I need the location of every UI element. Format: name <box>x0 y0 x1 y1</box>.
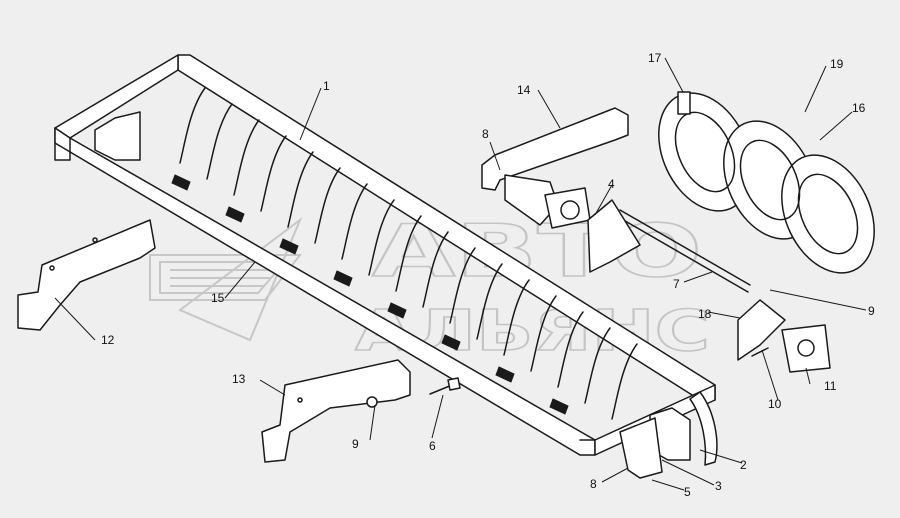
callout-17: 17 <box>648 51 662 65</box>
callout-2: 2 <box>740 458 747 472</box>
callout-8-lower: 8 <box>590 477 597 491</box>
callout-3: 3 <box>715 479 722 493</box>
cotter-pin <box>751 347 769 357</box>
callout-7: 7 <box>673 277 680 291</box>
callout-1: 1 <box>323 79 330 93</box>
end-cap <box>737 299 786 361</box>
bearing-flange <box>587 199 641 273</box>
callout-6: 6 <box>429 439 436 453</box>
callout-18: 18 <box>698 307 712 321</box>
callout-16: 16 <box>852 101 866 115</box>
callout-14: 14 <box>517 83 531 97</box>
callout-11: 11 <box>824 379 837 393</box>
callout-8-upper: 8 <box>482 127 489 141</box>
callout-12: 12 <box>101 333 115 347</box>
bearing-housing <box>544 187 591 229</box>
callout-4: 4 <box>608 177 615 191</box>
nut <box>366 396 378 408</box>
roller-assembly <box>658 92 875 274</box>
bracket-upper <box>481 107 629 226</box>
pin <box>677 91 691 115</box>
callout-9-left: 9 <box>352 437 359 451</box>
main-frame <box>54 54 716 461</box>
arm-left-front <box>261 359 411 463</box>
flange-bearing <box>781 324 831 373</box>
callout-19: 19 <box>830 57 844 71</box>
shaft <box>619 209 751 293</box>
callout-15: 15 <box>211 291 225 305</box>
bolt <box>429 377 461 395</box>
callout-leaders <box>54 57 867 491</box>
callout-5: 5 <box>684 485 691 499</box>
end-plate <box>619 417 663 479</box>
watermark-logo <box>149 217 303 342</box>
callout-9-right: 9 <box>868 304 875 318</box>
arm-left-rear <box>17 219 156 331</box>
callout-13: 13 <box>232 372 246 386</box>
end-tine <box>689 391 718 466</box>
callout-10: 10 <box>768 397 782 411</box>
